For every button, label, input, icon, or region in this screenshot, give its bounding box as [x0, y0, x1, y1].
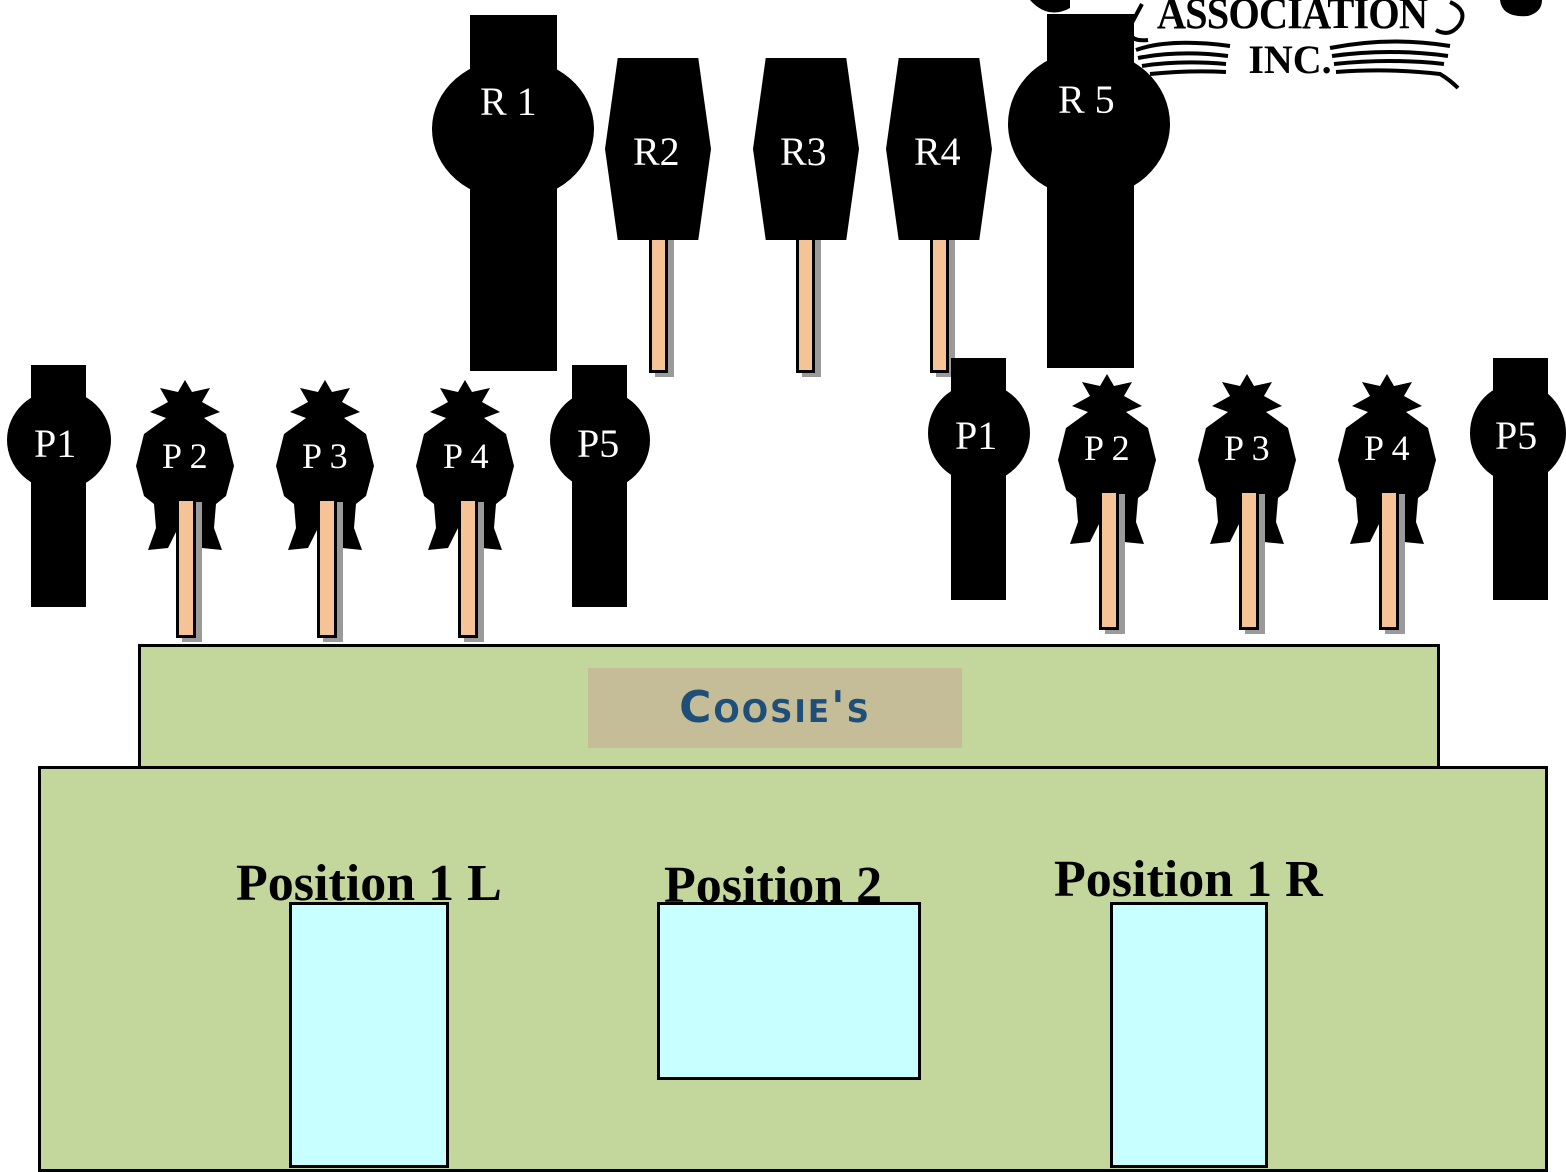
left-p4-label: P 4 [443, 436, 489, 476]
right-p5-label: P5 [1495, 413, 1538, 458]
right-p2-post [1099, 490, 1119, 630]
right-p3-post [1239, 490, 1259, 630]
right-p3-silhouette-icon [1198, 374, 1296, 544]
association-logo: ASSOCIATION INC. [1030, 0, 1566, 110]
left-p5-label: P5 [577, 421, 620, 466]
r1-target-disk [432, 58, 594, 200]
r4-label: R4 [914, 129, 961, 174]
left-p4-post [458, 498, 478, 638]
left-p3-post [317, 498, 337, 638]
right-p2-silhouette-icon [1058, 374, 1156, 544]
left-p2-post [176, 498, 196, 638]
logo-text-inc: INC. [1248, 37, 1332, 82]
r2-post [649, 233, 668, 373]
right-p2-label: P 2 [1084, 428, 1130, 468]
r3-label: R3 [780, 129, 827, 174]
left-p4-silhouette-icon [416, 380, 514, 550]
window-position-2 [657, 902, 921, 1080]
left-p1-label: P1 [34, 421, 77, 466]
left-p2-label: P 2 [162, 436, 208, 476]
position-1-left-label: Position 1 L [236, 855, 502, 912]
coosies-sign [588, 668, 962, 748]
window-position-1-right [1110, 902, 1268, 1168]
left-p1-disk [7, 390, 111, 490]
right-p4-post [1379, 490, 1399, 630]
r3-post [796, 233, 815, 373]
right-p3-label: P 3 [1224, 428, 1270, 468]
r2-label: R2 [633, 129, 680, 174]
logo-text-association: ASSOCIATION [1156, 0, 1428, 38]
position-1-right-label: Position 1 R [1054, 851, 1323, 908]
left-p5-disk [550, 390, 650, 490]
right-p4-silhouette-icon [1338, 374, 1436, 544]
r5-target-disk [1008, 50, 1170, 198]
left-p3-label: P 3 [302, 436, 348, 476]
left-p2-silhouette-icon [136, 380, 234, 550]
right-p4-label: P 4 [1364, 428, 1410, 468]
r4-hex-target [886, 58, 992, 240]
right-p5-disk [1470, 383, 1566, 483]
position-2-label: Position 2 [664, 857, 883, 914]
window-position-1-left [289, 902, 449, 1168]
left-p3-silhouette-icon [276, 380, 374, 550]
r1-label: R 1 [480, 79, 537, 124]
r2-hex-target [605, 58, 711, 240]
coosies-sign-text: Coosie's [679, 682, 871, 733]
right-p1-disk [928, 383, 1030, 483]
r3-hex-target [753, 58, 859, 240]
r5-label: R 5 [1058, 77, 1115, 122]
right-p1-label: P1 [955, 413, 998, 458]
r4-post [930, 233, 949, 373]
